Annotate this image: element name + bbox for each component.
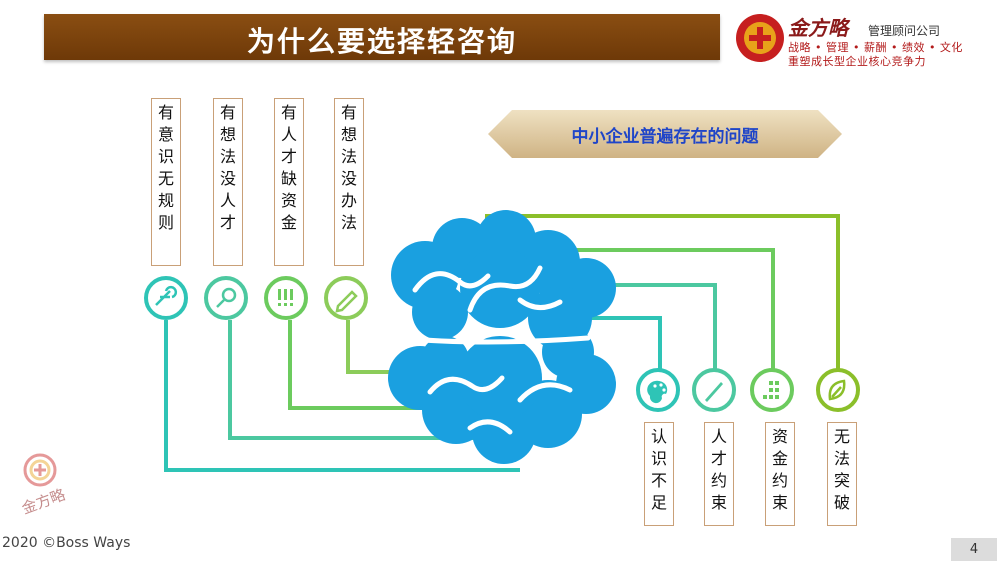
logo-slogan: 重塑成长型企业核心竞争力 [788,55,926,68]
top-label-text: 有想法 没人才 [219,103,236,232]
dots-grid-icon [763,381,779,399]
top-icon-circles [144,276,368,320]
banner-text: 中小企业普遍存在的问题 [571,127,759,147]
connector-line [228,320,490,440]
top-label-box: 有想法 没办法 [334,98,364,266]
watermark-brand-text: 金方略 [19,485,67,517]
connector-line [164,320,520,472]
top-label-box: 有意识 无规则 [151,98,181,266]
palette-icon [647,380,668,404]
pen-icon [705,382,723,402]
logo-mark-icon [736,14,784,62]
magnifier-icon [216,287,237,308]
wrench-icon [155,285,178,306]
title-bar: 为什么要选择轻咨询 [44,14,720,60]
logo-subtitle: 管理顾问公司 [868,24,941,38]
footer-copyright: 2020 ©Boss Ways [2,535,131,551]
bottom-label-box: 认识不足 [644,422,674,526]
top-label-text: 有意识 无规则 [157,103,174,232]
magnifier-icon-circle [204,276,248,320]
exclamation-icon [278,289,293,306]
bottom-label-text: 人才约束 [710,427,727,512]
top-label-box: 有人才 缺资金 [274,98,304,266]
watermark-logo-icon [23,453,57,487]
top-label-box: 有想法 没人才 [213,98,243,266]
bottom-icon-circles [636,368,860,412]
page-title: 为什么要选择轻咨询 [246,25,517,58]
connector-line [288,320,460,410]
bottom-label-box: 无法突破 [827,422,857,526]
top-label-text: 有人才 缺资金 [280,103,297,232]
logo-brand: 金方略 [788,16,848,40]
bottom-label-text: 无法突破 [833,427,850,512]
problem-banner: 中小企业普遍存在的问题 [488,110,842,158]
banner-shape [488,110,842,158]
company-logo: 金方略 管理顾问公司 战略 • 管理 • 薪酬 • 绩效 • 文化 重塑成长型企… [730,12,995,70]
logo-tagline: 战略 • 管理 • 薪酬 • 绩效 • 文化 [788,41,963,54]
connector-line [560,316,662,370]
bottom-label-box: 人才约束 [704,422,734,526]
bottom-label-text: 认识不足 [650,427,667,512]
brain-graphic [388,210,616,464]
page-number: 4 [951,538,997,561]
connector-line [560,248,775,370]
top-label-text: 有想法 没办法 [340,103,357,232]
pencil-icon [335,290,358,313]
bottom-label-box: 资金约束 [765,422,795,526]
bottom-label-text: 资金约束 [771,427,788,512]
leaf-icon [828,379,846,401]
